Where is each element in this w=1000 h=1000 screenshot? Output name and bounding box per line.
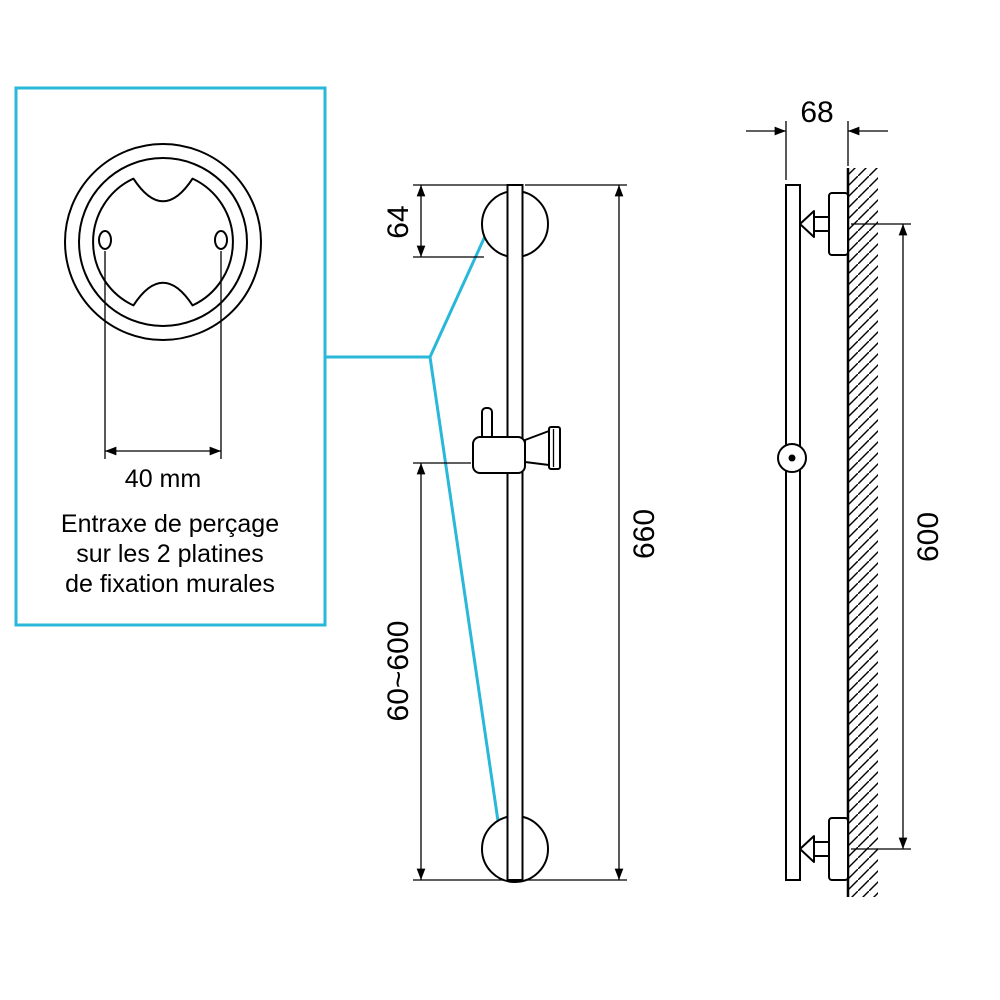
dimension-fixing-distance: 600 xyxy=(851,223,945,850)
bottom-fixing-cone xyxy=(799,835,815,863)
dimension-label-68: 68 xyxy=(800,96,833,129)
holder-lock-lever xyxy=(481,407,493,440)
dimension-hole-spacing: 40 mm xyxy=(104,251,222,493)
front-view: 64 660 60~600 xyxy=(382,184,661,883)
callout-line-bottom-plate xyxy=(428,355,500,823)
mounting-hole-right xyxy=(214,230,228,250)
dimension-adjust-range: 60~600 xyxy=(382,462,504,881)
holder-cup-rim xyxy=(548,426,561,470)
holder-cup-neck xyxy=(524,430,550,466)
top-fixing-side xyxy=(799,192,849,256)
slide-rail-side xyxy=(785,184,801,881)
callout-connectors xyxy=(323,232,500,823)
shower-head-holder xyxy=(472,407,561,474)
plate-inner-circle xyxy=(78,157,248,327)
side-view: 68 600 xyxy=(746,96,945,897)
holder-knob-screw xyxy=(788,454,796,462)
top-fixing-stem xyxy=(812,216,830,232)
bottom-fixing-side xyxy=(799,817,849,881)
top-fixing-cone xyxy=(799,210,815,238)
detail-caption: Entraxe de perçage sur les 2 platines de… xyxy=(61,510,279,598)
bottom-fixing-stem xyxy=(812,841,830,857)
holder-body xyxy=(472,436,526,474)
plate-outer-circle xyxy=(64,143,262,341)
dimension-plate-height: 64 xyxy=(382,184,507,258)
dimension-label-600: 600 xyxy=(912,512,945,562)
top-wall-plate-side xyxy=(828,192,849,256)
dimension-label-660: 660 xyxy=(628,509,661,559)
slide-rail-front xyxy=(506,184,524,881)
caption-line-3: de fixation murales xyxy=(65,570,275,598)
dimension-label-60-600: 60~600 xyxy=(382,621,415,722)
dimension-wall-offset: 68 xyxy=(746,96,888,180)
dimension-label-40mm: 40 mm xyxy=(125,465,201,493)
detail-panel: 40 mm Entraxe de perçage sur les 2 plati… xyxy=(14,86,327,627)
dimension-total-length: 660 xyxy=(525,184,661,881)
bottom-wall-plate-side xyxy=(828,817,849,881)
caption-line-2: sur les 2 platines xyxy=(76,540,264,568)
wall-hatching xyxy=(848,168,878,897)
caption-line-1: Entraxe de perçage xyxy=(61,510,279,538)
mounting-hole-left xyxy=(98,230,112,250)
dimension-label-64: 64 xyxy=(382,205,415,238)
callout-line-top-plate xyxy=(428,232,488,359)
plate-body-outline xyxy=(92,177,234,307)
